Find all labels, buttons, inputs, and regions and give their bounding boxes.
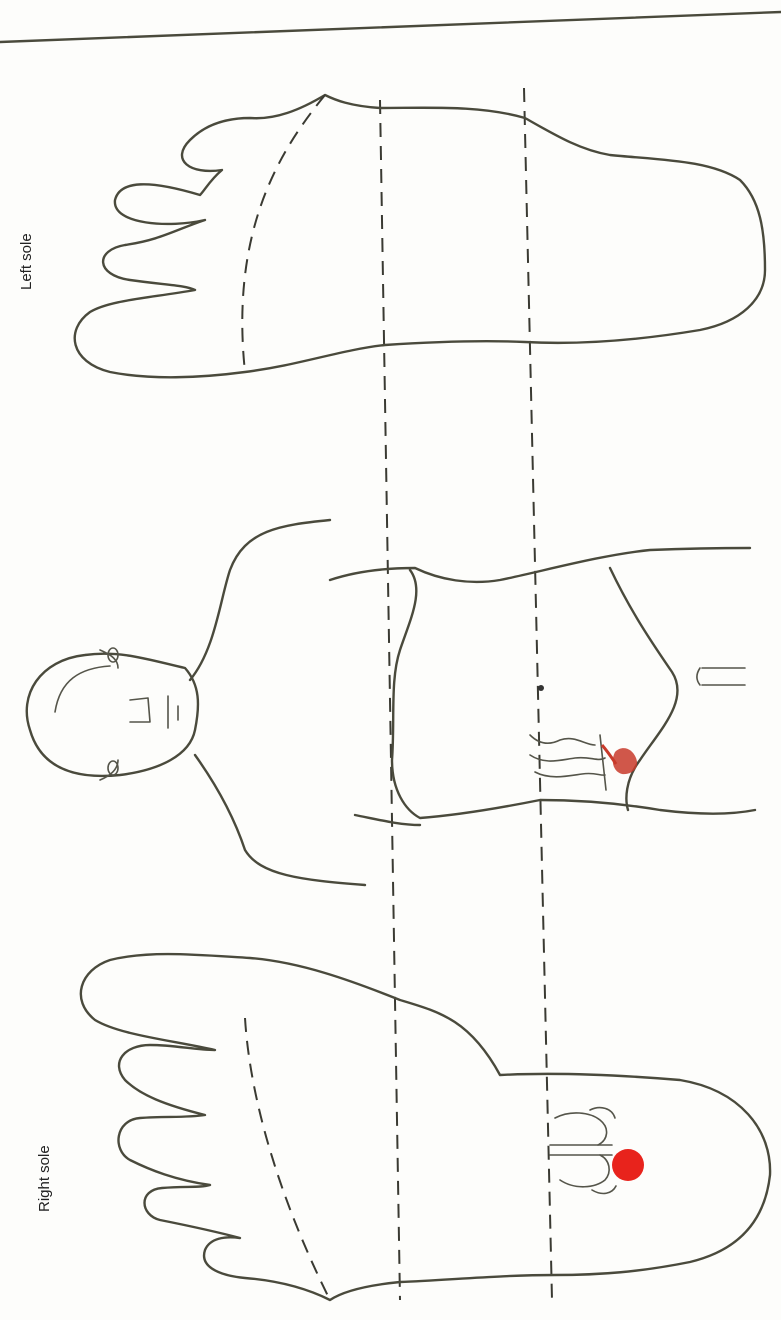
organ-highlight-tail — [602, 745, 616, 764]
right-sole-marker-icon — [612, 1149, 644, 1181]
top-border-line — [0, 12, 781, 42]
left-sole-outline — [75, 95, 765, 377]
right-sole-label: Right sole — [36, 1145, 53, 1212]
right-sole-outline — [81, 954, 770, 1300]
organ-highlight — [613, 748, 637, 774]
left-sole-label: Left sole — [18, 233, 35, 290]
reference-line-upper — [380, 100, 400, 1300]
reference-line-lower — [524, 88, 552, 1300]
reference-dot — [538, 685, 544, 691]
